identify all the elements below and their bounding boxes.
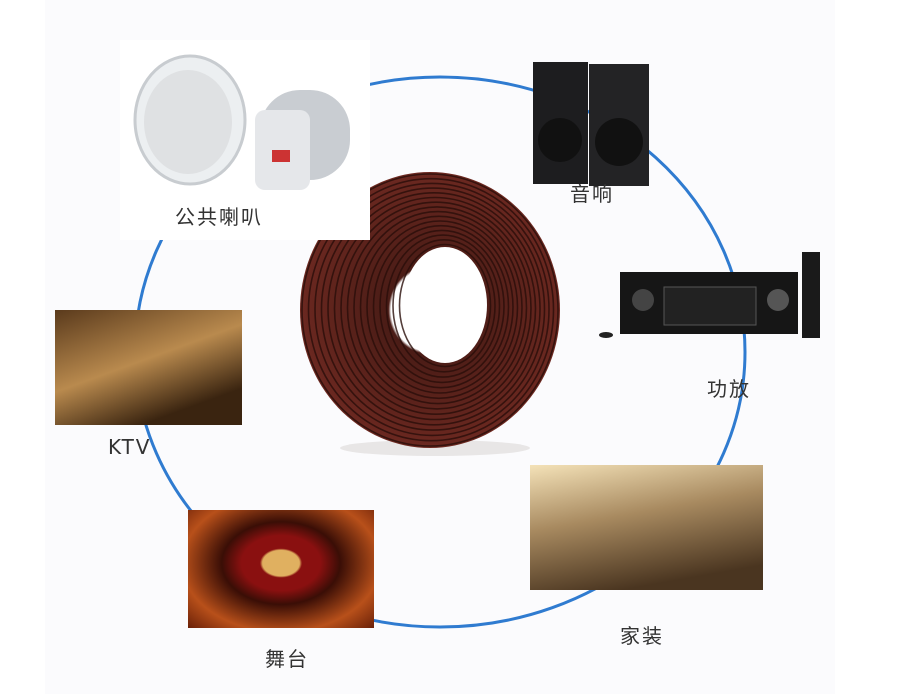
cable-winding <box>346 206 528 410</box>
label-home: 家装 <box>620 624 664 648</box>
cable-winding <box>307 177 555 442</box>
cable-winding <box>333 196 537 421</box>
cable-winding <box>353 210 523 405</box>
loudspeaker-pair-image <box>525 62 655 222</box>
cable-winding <box>340 201 532 415</box>
cable-coil-image <box>300 172 560 456</box>
cable-winding <box>398 243 492 368</box>
home-living-room-image <box>530 465 763 590</box>
label-public-speaker: 公共喇叭 <box>175 205 263 229</box>
ktv-room-image <box>55 310 242 425</box>
ceiling-speakers-image <box>120 40 370 240</box>
cable-winding <box>327 192 541 426</box>
cable-winding <box>379 229 505 384</box>
cable-winding <box>392 239 496 373</box>
cable-winding <box>301 173 559 447</box>
theater-stage-image <box>188 510 374 628</box>
cable-winding <box>385 234 501 378</box>
cable-winding <box>359 215 519 400</box>
cable-winding <box>320 187 546 431</box>
cable-winding <box>366 220 514 394</box>
label-ktv: KTV <box>108 435 152 459</box>
cable-winding <box>372 224 510 389</box>
label-stage: 舞台 <box>265 647 309 671</box>
amplifier-image <box>598 250 828 345</box>
label-audio: 音响 <box>570 182 614 206</box>
label-amplifier: 功放 <box>707 377 751 401</box>
cable-winding <box>314 182 550 437</box>
